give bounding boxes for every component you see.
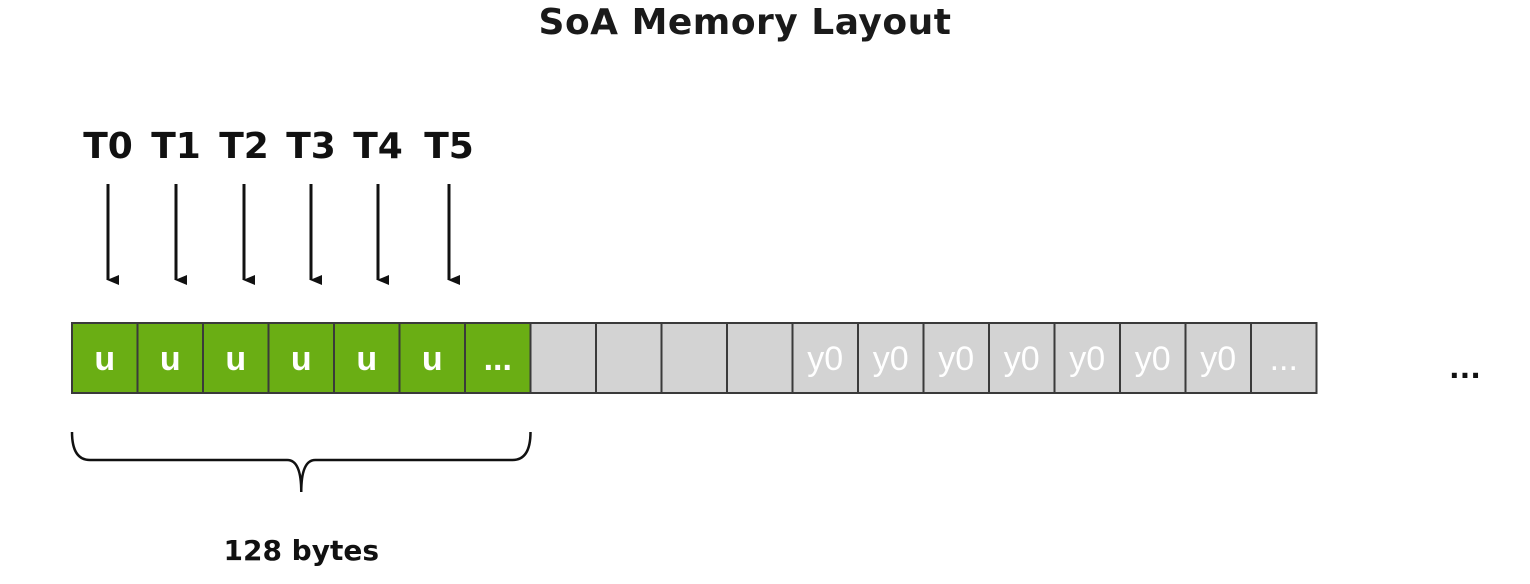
memory-cell: y0	[922, 322, 990, 394]
memory-cell-label: y0	[938, 340, 974, 378]
memory-cell-box	[333, 322, 401, 394]
trailing-ellipsis: ...	[1449, 352, 1481, 385]
memory-cell: u	[136, 322, 204, 394]
memory-cell: y0	[1053, 322, 1121, 394]
bytes-brace	[70, 431, 532, 493]
memory-cell-box	[988, 322, 1056, 394]
memory-cell-box	[726, 322, 794, 394]
memory-cell-label: y0	[1135, 340, 1171, 378]
memory-cell: y0	[1184, 322, 1252, 394]
memory-cell: ...	[1250, 322, 1318, 394]
memory-cell-box	[1119, 322, 1187, 394]
memory-cell-box	[595, 322, 663, 394]
memory-cell-box	[660, 322, 728, 394]
thread-labels-group: T0 T1 T2 T3 T4 T5	[83, 126, 474, 167]
memory-cell-label: u	[225, 340, 246, 378]
memory-cell-label: u	[291, 340, 312, 378]
memory-cell: y0	[988, 322, 1056, 394]
memory-cell-box	[398, 322, 466, 394]
thread-label: T0	[83, 126, 133, 167]
memory-cell-label: y0	[1004, 340, 1040, 378]
memory-cell	[595, 322, 663, 394]
memory-cell-label: u	[422, 340, 443, 378]
memory-cell: y0	[1119, 322, 1187, 394]
thread-label: T1	[151, 126, 201, 167]
memory-cell-label: ...	[484, 340, 512, 378]
memory-cell: y0	[791, 322, 859, 394]
memory-cell: u	[267, 322, 335, 394]
memory-cell-box	[1250, 322, 1318, 394]
memory-cell-label: u	[160, 340, 181, 378]
memory-cell-box	[202, 322, 270, 394]
thread-arrows-group	[106, 184, 460, 285]
memory-cell-box	[464, 322, 532, 394]
memory-cell-label: u	[356, 340, 377, 378]
memory-cell: u	[202, 322, 270, 394]
memory-cell	[726, 322, 794, 394]
memory-cell-label: y0	[807, 340, 843, 378]
memory-row: u u u u u u... y0 y0 y0 y0 y0 y0 y0...	[71, 322, 1318, 394]
memory-cell-box	[136, 322, 204, 394]
memory-cell: ...	[464, 322, 532, 394]
memory-cell-box	[267, 322, 335, 394]
memory-cell-label: ...	[1270, 340, 1298, 378]
thread-label: T3	[286, 126, 336, 167]
memory-cell: u	[71, 322, 139, 394]
diagram-title: SoA Memory Layout	[538, 2, 952, 43]
memory-cell-label: y0	[1200, 340, 1236, 378]
memory-cell-box	[857, 322, 925, 394]
memory-cell-box	[922, 322, 990, 394]
thread-label: T2	[219, 126, 269, 167]
bytes-label: 128 bytes	[223, 534, 379, 567]
memory-cell: y0	[857, 322, 925, 394]
memory-cell	[529, 322, 597, 394]
memory-cell: u	[333, 322, 401, 394]
memory-cell-label: u	[94, 340, 115, 378]
thread-label: T5	[424, 126, 474, 167]
thread-label: T4	[353, 126, 403, 167]
memory-cell-label: y0	[1069, 340, 1105, 378]
memory-cell: u	[398, 322, 466, 394]
memory-cell	[660, 322, 728, 394]
memory-cell-box	[529, 322, 597, 394]
memory-cell-label: y0	[873, 340, 909, 378]
